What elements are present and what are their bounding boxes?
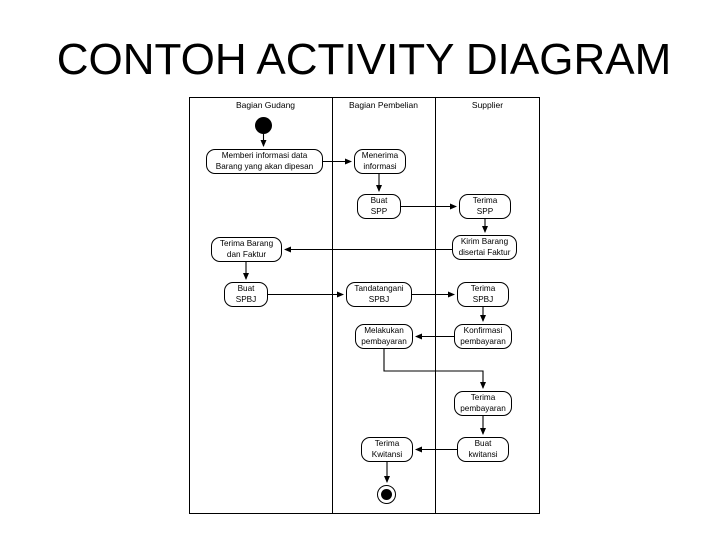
swimlane-divider-2: [435, 97, 436, 514]
activity-node-terima-spp[interactable]: Terima SPP: [459, 194, 511, 219]
swimlane-divider-1: [332, 97, 333, 514]
activity-node-menerima-informasi[interactable]: Menerima informasi: [354, 149, 406, 174]
activity-node-terima-pembayaran[interactable]: Terima pembayaran: [454, 391, 512, 416]
activity-node-melakukan-pembayaran[interactable]: Melakukan pembayaran: [355, 324, 413, 349]
activity-node-kirim-barang[interactable]: Kirim Barang disertai Faktur: [452, 235, 517, 260]
activity-node-memberi-informasi[interactable]: Memberi informasi data Barang yang akan …: [206, 149, 323, 174]
lane-label-supplier: Supplier: [471, 100, 504, 110]
activity-node-buat-spbj[interactable]: Buat SPBJ: [224, 282, 268, 307]
page-title: CONTOH ACTIVITY DIAGRAM: [56, 35, 672, 84]
end-node-core: [381, 489, 392, 500]
activity-node-buat-kwitansi[interactable]: Buat kwitansi: [457, 437, 509, 462]
diagram-frame: [189, 97, 540, 514]
activity-node-buat-spp[interactable]: Buat SPP: [357, 194, 401, 219]
lane-label-gudang: Bagian Gudang: [235, 100, 296, 110]
activity-node-tandatangani-spbj[interactable]: Tandatangani SPBJ: [346, 282, 412, 307]
start-node: [255, 117, 272, 134]
lane-label-pembelian: Bagian Pembelian: [349, 100, 418, 110]
activity-node-konfirmasi-pembayaran[interactable]: Konfirmasi pembayaran: [454, 324, 512, 349]
end-node: [377, 485, 396, 504]
activity-diagram: Bagian Gudang Bagian Pembelian Supplier: [189, 97, 540, 514]
activity-node-terima-kwitansi[interactable]: Terima Kwitansi: [361, 437, 413, 462]
activity-node-terima-spbj[interactable]: Terima SPBJ: [457, 282, 509, 307]
activity-node-terima-barang[interactable]: Terima Barang dan Faktur: [211, 237, 282, 262]
